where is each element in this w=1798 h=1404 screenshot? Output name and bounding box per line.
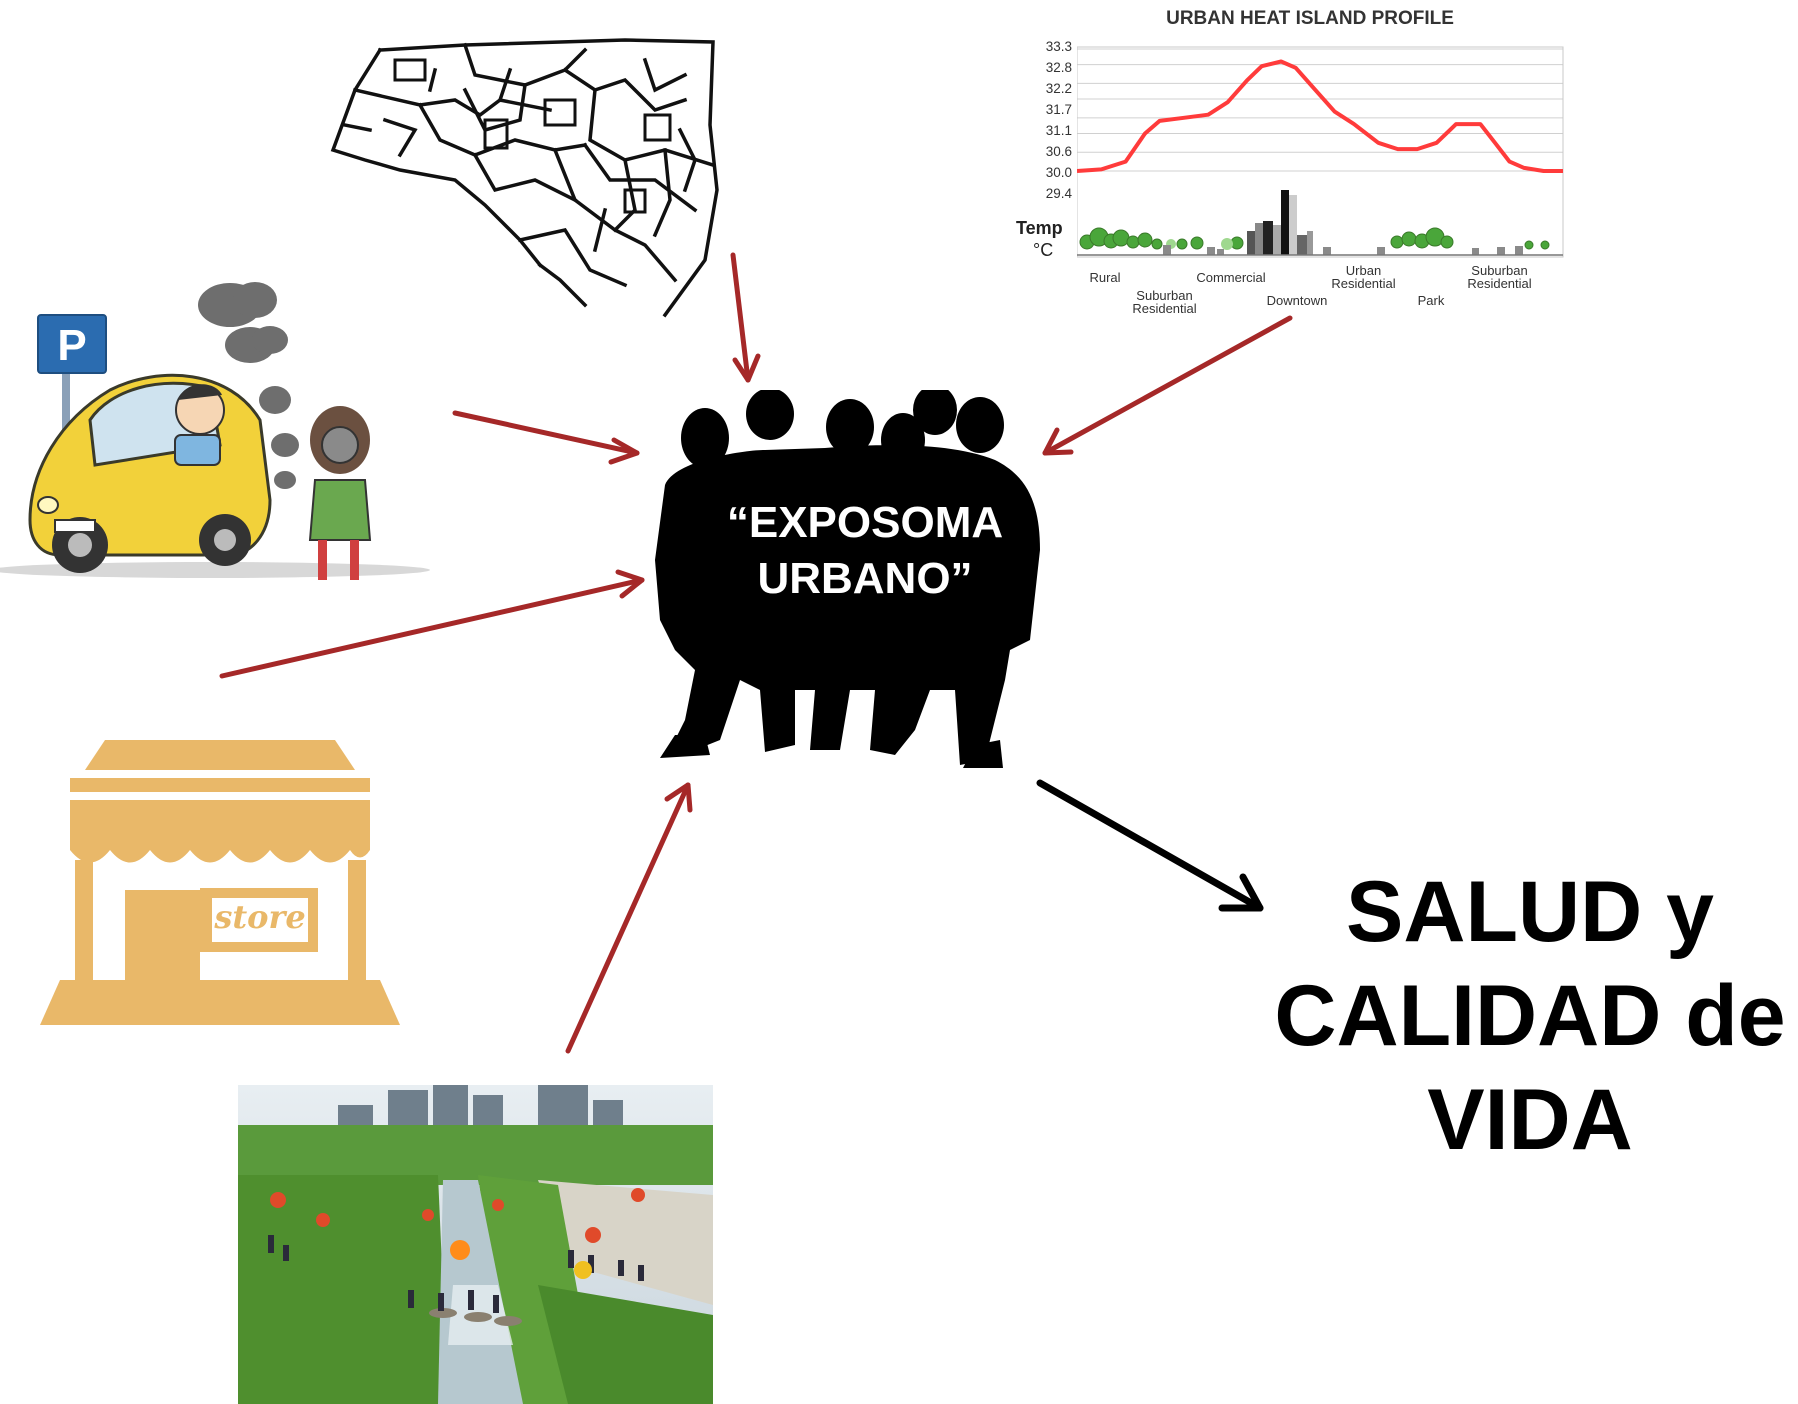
store-icon [30,740,410,1030]
exposoma-urbano-label: “EXPOSOMA URBANO” [700,495,1030,607]
landscape-skyline [1077,190,1563,256]
outcome-label: SALUD y CALIDAD de VIDA [1260,860,1798,1172]
y-tick-label: 32.2 [1045,81,1072,96]
arrow-car [452,410,640,456]
zone-label: Urban Residential [1331,263,1396,291]
zone-label: Downtown [1266,293,1328,308]
center-label-line2: URBANO” [757,554,973,603]
people-silhouette-group [645,390,1045,770]
y-tick-label: 31.7 [1045,102,1072,117]
arrow-street-map [730,252,751,383]
zone-label: Park [1417,293,1445,308]
car-pollution-image: P [0,270,450,580]
y-tick-label: 30.6 [1045,144,1072,159]
zone-label: Commercial [1196,270,1266,285]
y-tick-label: 31.1 [1045,123,1072,138]
y-tick-label: 33.3 [1045,39,1072,54]
arrow-heat-island [1042,315,1293,456]
arrow-store [219,577,645,679]
arrow-to-outcome [1036,779,1264,912]
y-tick-label: 29.4 [1045,186,1072,201]
outcome-line2: CALIDAD de [1274,968,1786,1064]
y-axis-unit: °C [1033,240,1054,260]
y-tick-label: 32.8 [1045,60,1072,75]
chart-title: URBAN HEAT ISLAND PROFILE [1166,8,1454,29]
urban-park-photo [238,1085,713,1404]
street-map-image [325,30,725,320]
zone-label: Suburban Residential [1467,263,1532,291]
zone-label: Suburban Residential [1132,288,1197,316]
heat-island-chart [1077,45,1565,260]
outcome-line1: SALUD y [1346,864,1714,960]
svg-text:P: P [57,321,86,370]
arrow-park [565,782,691,1054]
outcome-line3: VIDA [1427,1072,1633,1168]
store-sign-text: store [214,898,306,936]
zone-label: Rural [1089,270,1121,285]
y-tick-label: 30.0 [1045,165,1072,180]
y-axis-label: Temp [1016,218,1063,238]
heat-series-line [1077,59,1563,173]
center-label-line1: “EXPOSOMA [726,498,1004,547]
